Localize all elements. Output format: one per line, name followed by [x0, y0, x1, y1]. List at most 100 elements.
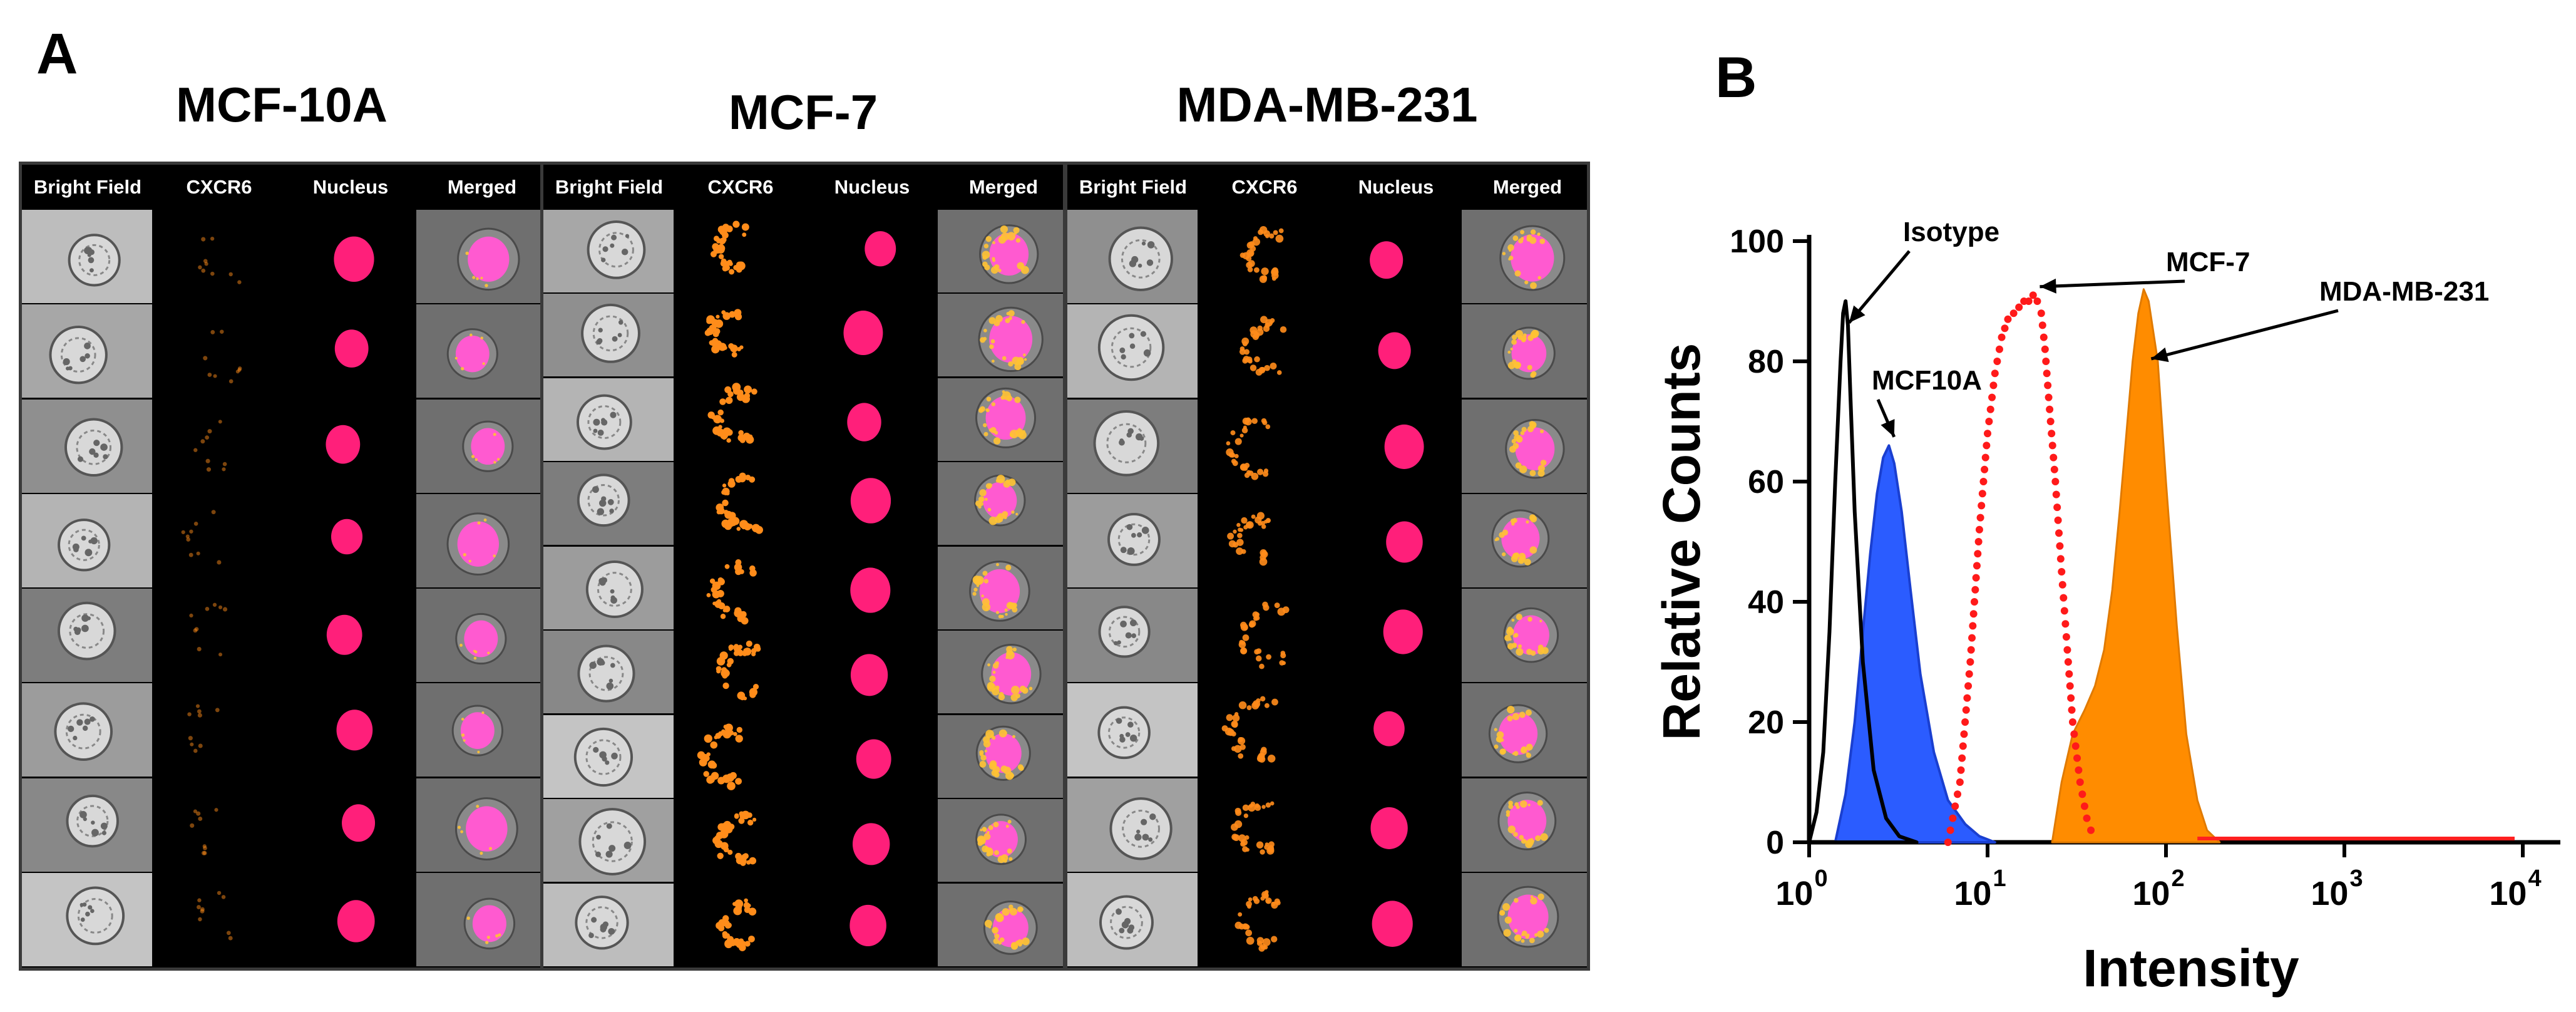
- series-mcf7-dots: [1944, 291, 2095, 846]
- mcf7-dot: [1974, 550, 1982, 558]
- mcf7-dot: [2078, 790, 2086, 798]
- column-header-nucleus: Nucleus: [834, 176, 910, 198]
- mcf7-dot: [1957, 766, 1965, 774]
- nucleus-image: [806, 799, 936, 882]
- mcf7-dot: [2046, 418, 2055, 425]
- mcf7-dot: [1986, 405, 1994, 413]
- mcf7-dot: [1974, 538, 1983, 545]
- bright-field-image: [543, 378, 674, 461]
- mcf7-dot: [2087, 826, 2095, 834]
- cxcr6-image: [675, 294, 805, 376]
- mcf7-dot: [1975, 525, 1983, 534]
- bright-field-image: [1067, 210, 1198, 303]
- nucleus-image: [1330, 400, 1460, 493]
- mcf7-dot: [2071, 742, 2080, 750]
- bright-field-image: [22, 304, 152, 398]
- bright-field-image: [543, 294, 674, 376]
- cxcr6-image: [153, 400, 284, 493]
- x-tick-label: 100: [1775, 865, 1827, 912]
- mcf7-dot: [1976, 514, 1984, 522]
- merged-image: [938, 462, 1063, 545]
- mcf7-dot: [2041, 345, 2049, 353]
- cell-grid-mda-mb-231: Bright Field CXCR6 Nucleus Merged: [1064, 162, 1590, 971]
- merged-image: [1462, 494, 1587, 587]
- mcf7-dot: [2024, 297, 2033, 305]
- cxcr6-image: [1199, 494, 1329, 587]
- group-title-mda-mb-231: MDA-MB-231: [1176, 77, 1478, 132]
- merged-image: [938, 631, 1063, 713]
- mcf7-dot: [2015, 303, 2023, 311]
- column-header-cxcr6: CXCR6: [707, 176, 774, 198]
- annotation-arrow: [2040, 279, 2185, 289]
- bright-field-image: [22, 589, 152, 682]
- nucleus-image: [806, 884, 936, 966]
- mcf7-dot: [1966, 658, 1974, 666]
- column-header-bright-field: Bright Field: [1079, 176, 1188, 198]
- mcf7-dot: [1960, 730, 1968, 738]
- merged-image: [938, 884, 1063, 966]
- mcf7-dot: [2001, 324, 2009, 333]
- mcf7-dot: [2004, 315, 2012, 323]
- merged-image: [1462, 873, 1587, 966]
- merged-image: [938, 799, 1063, 882]
- mcf7-dot: [2046, 405, 2054, 413]
- merged-image: [1462, 589, 1587, 682]
- merged-image: [416, 210, 541, 303]
- y-tick-label: 100: [1730, 224, 1784, 260]
- merged-image: [416, 873, 541, 966]
- bright-field-image: [1067, 683, 1198, 777]
- nucleus-image: [806, 462, 936, 545]
- bright-field-image: [22, 683, 152, 777]
- mcf7-dot: [2043, 369, 2051, 378]
- merged-image: [416, 494, 541, 587]
- nucleus-image: [285, 494, 415, 587]
- bright-field-image: [1067, 304, 1198, 398]
- group-title-mcf7: MCF-7: [728, 85, 878, 140]
- bright-field-image: [22, 778, 152, 872]
- mcf7-dot: [1969, 610, 1978, 618]
- column-header-bright-field: Bright Field: [555, 176, 664, 198]
- nucleus-image: [1330, 304, 1460, 398]
- annotation-arrow: [2150, 309, 2339, 361]
- cxcr6-image: [153, 210, 284, 303]
- bright-field-image: [22, 494, 152, 587]
- cxcr6-image: [153, 494, 284, 587]
- mcf7-dot: [2058, 568, 2066, 576]
- merged-image: [416, 778, 541, 872]
- mcf7-dot: [2075, 766, 2083, 774]
- nucleus-image: [1330, 210, 1460, 303]
- nucleus-image: [1330, 873, 1460, 966]
- merged-image: [416, 304, 541, 398]
- cxcr6-image: [675, 547, 805, 629]
- merged-image: [938, 210, 1063, 292]
- mcf7-dot: [2054, 516, 2062, 524]
- series-mcf10a: [1834, 444, 1996, 844]
- bright-field-image: [1067, 778, 1198, 872]
- cxcr6-image: [153, 304, 284, 398]
- y-tick-label: 20: [1748, 705, 1784, 741]
- merged-image: [938, 294, 1063, 376]
- mcf7-dot: [2058, 581, 2066, 589]
- cxcr6-image: [153, 683, 284, 777]
- column-headers: Bright Field CXCR6 Nucleus Merged: [22, 165, 541, 210]
- mcf7-dot: [1984, 430, 1991, 438]
- bright-field-image: [22, 400, 152, 493]
- bright-field-image: [543, 547, 674, 629]
- merged-image: [938, 547, 1063, 629]
- merged-image: [1462, 400, 1587, 493]
- nucleus-image: [285, 683, 415, 777]
- mcf7-dot: [1988, 393, 1996, 401]
- column-header-merged: Merged: [447, 176, 517, 198]
- nucleus-image: [285, 778, 415, 872]
- mcf7-dot: [2048, 441, 2056, 450]
- cxcr6-image: [675, 462, 805, 545]
- mcf7-dot: [1959, 742, 1967, 750]
- mcf7-dot: [2051, 478, 2060, 485]
- mcf7-dot: [2040, 333, 2048, 341]
- annotation-mda-mb-231: MDA-MB-231: [2319, 276, 2489, 307]
- nucleus-image: [285, 400, 415, 493]
- cxcr6-image: [1199, 873, 1329, 966]
- mcf7-dot: [1946, 826, 1954, 834]
- annotation-arrowhead: [1881, 419, 1895, 437]
- mcf7-dot: [2080, 802, 2088, 810]
